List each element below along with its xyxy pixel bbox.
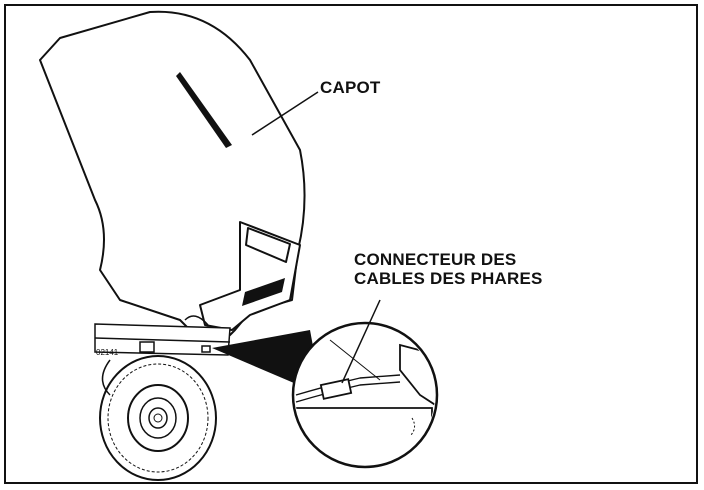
chassis bbox=[94, 315, 231, 356]
capot-label: CAPOT bbox=[320, 78, 381, 97]
connector-label: CONNECTEUR DES CABLES DES PHARES bbox=[354, 250, 543, 288]
connector-label-line1: CONNECTEUR DES bbox=[354, 250, 517, 269]
wheel-support bbox=[101, 359, 111, 396]
connector-label-line2: CABLES DES PHARES bbox=[354, 269, 543, 288]
connecteur-leader bbox=[341, 299, 381, 384]
detail-view bbox=[291, 321, 439, 469]
figure-code: 02141 bbox=[96, 348, 119, 357]
wheel bbox=[99, 355, 217, 481]
capot-leader bbox=[251, 91, 319, 136]
hood bbox=[39, 10, 306, 336]
